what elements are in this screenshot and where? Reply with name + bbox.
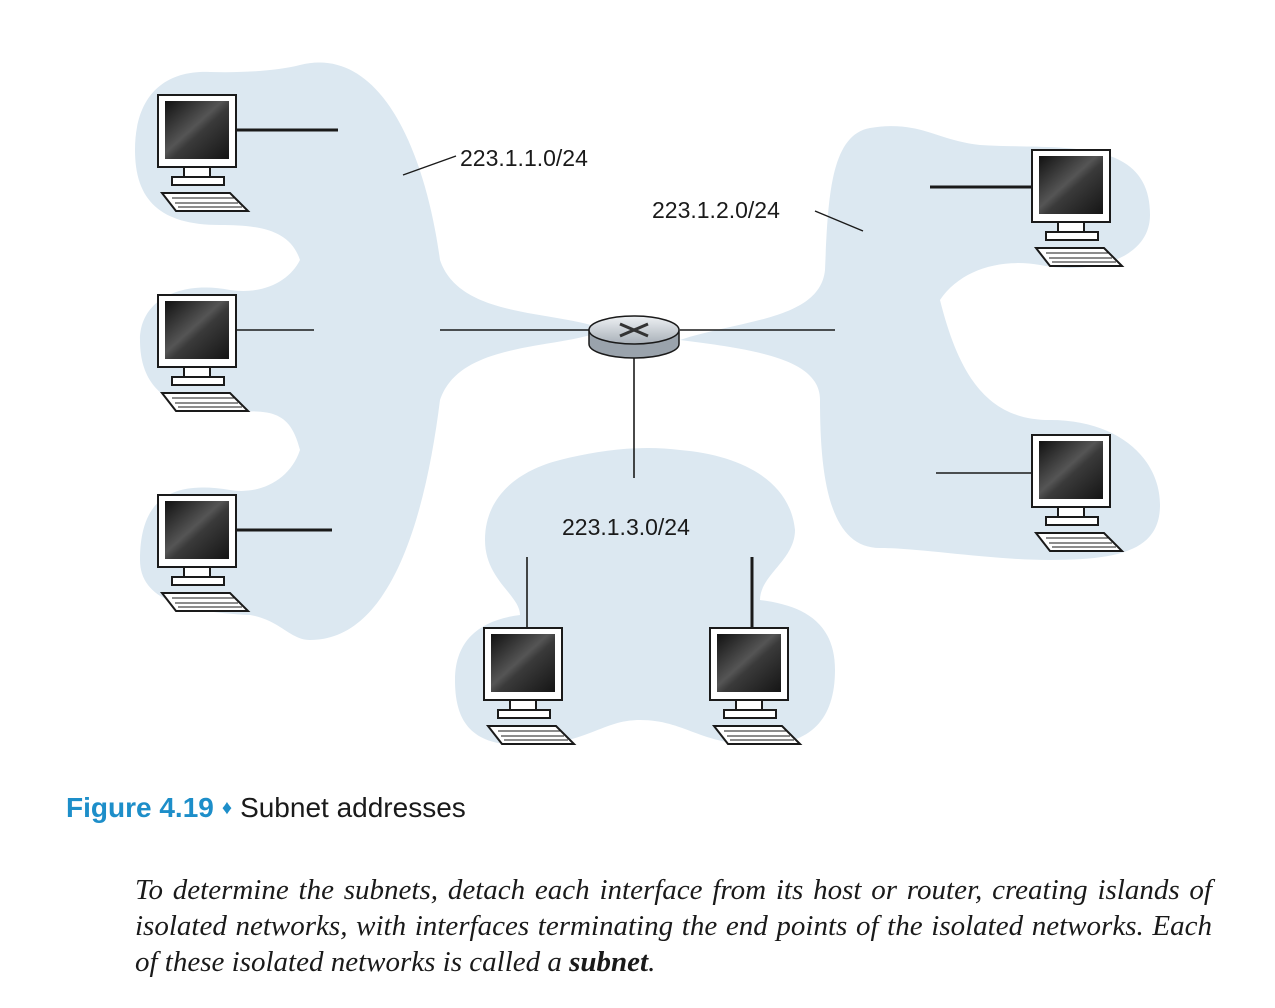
subnet-label-left: 223.1.1.0/24 (460, 145, 588, 171)
diamond-icon: ♦ (221, 797, 233, 819)
figure-caption: Figure 4.19 ♦ Subnet addresses (66, 792, 466, 824)
body-text: To determine the subnets, detach each in… (135, 874, 1212, 978)
body-end: . (648, 946, 656, 978)
body-paragraph: To determine the subnets, detach each in… (135, 872, 1212, 980)
network-links (234, 128, 1032, 632)
subnet-label-bottom: 223.1.3.0/24 (562, 514, 690, 540)
label-leader-left (402, 155, 457, 176)
network-diagram: 223.1.1.0/24 223.1.2.0/24 223.1.3.0/24 (135, 62, 1160, 745)
figure-number: Figure 4.19 (66, 792, 214, 823)
subnet-label-right: 223.1.2.0/24 (652, 197, 780, 223)
router-icon (588, 315, 680, 359)
subnet-island-left (135, 62, 605, 640)
label-leader-right (814, 210, 864, 232)
figure-title: Subnet addresses (240, 792, 466, 823)
key-term: subnet (569, 946, 649, 978)
